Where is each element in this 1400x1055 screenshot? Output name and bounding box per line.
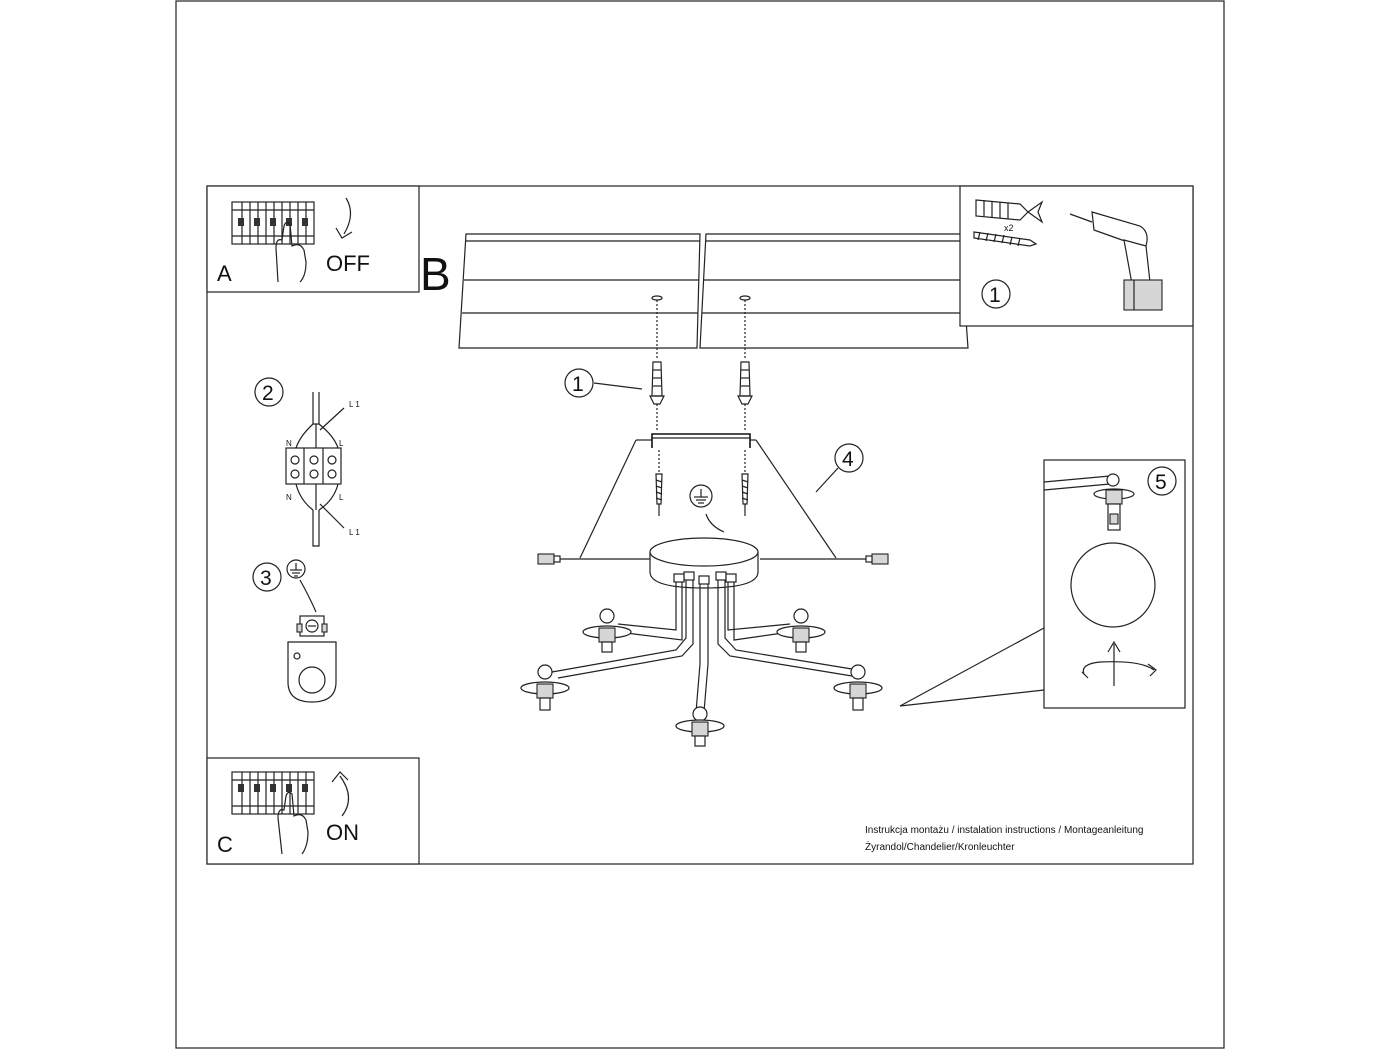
step-1-callout: 1	[564, 368, 643, 398]
screw-icon	[973, 231, 1038, 247]
wire-label-l1-bottom: L 1	[349, 528, 360, 537]
wire-label-l1-top: L 1	[349, 400, 360, 409]
wiring-diagram: 2 L 1 N L N L L 1	[254, 377, 360, 547]
power-on-label: ON	[326, 820, 359, 845]
lamp-holder	[582, 608, 632, 653]
diagram-frame	[206, 185, 1194, 865]
glass-globe	[1070, 542, 1156, 628]
product-name: Żyrandol/Chandelier/Kronleuchter	[865, 840, 1015, 853]
ground-terminal: 3	[252, 559, 337, 703]
arrow-up-icon	[331, 771, 350, 817]
screw-right	[741, 473, 749, 516]
step-3-number: 3	[260, 567, 272, 590]
arrow-down-icon	[335, 197, 353, 239]
step-5-number: 5	[1155, 471, 1167, 494]
lamp-holder	[776, 608, 826, 653]
wire-label-n-top: N	[286, 439, 292, 448]
ground-symbol-icon	[689, 484, 725, 533]
step-2-number: 2	[262, 382, 274, 405]
lamp-holder	[675, 706, 725, 747]
instructions-title: Instrukcja montażu / instalation instruc…	[865, 825, 1144, 836]
panel-c-power-on: C ON	[206, 757, 420, 865]
assembly-outline	[579, 439, 837, 559]
wall-plug-right	[737, 361, 753, 405]
lamp-holder	[520, 664, 570, 711]
step-4-callout: 4	[815, 443, 864, 493]
tools-step-number: 1	[989, 284, 1001, 307]
panel-a-letter: A	[217, 261, 232, 286]
wall-plug-icon	[975, 199, 1044, 224]
chandelier-arms	[551, 571, 859, 713]
tools-panel: x2 1	[959, 185, 1194, 327]
circuit-breaker-icon	[231, 771, 315, 815]
screw-in-arrow-icon	[1082, 661, 1157, 677]
drill-icon	[1069, 211, 1163, 311]
step-1-number: 1	[572, 373, 584, 396]
ceiling-section	[458, 233, 969, 360]
page-frame	[175, 0, 1225, 1049]
panel-a-power-off: A OFF	[206, 185, 420, 293]
hand-icon	[275, 221, 307, 283]
screw-left	[655, 473, 663, 516]
wall-plug-left	[649, 361, 665, 405]
mounting-bracket	[651, 433, 751, 448]
power-off-label: OFF	[326, 251, 370, 276]
lamp-holder	[833, 664, 883, 711]
panel-c-letter: C	[217, 832, 233, 857]
ground-symbol-icon	[286, 559, 306, 579]
panel-b-letter: B	[420, 248, 451, 300]
hand-icon	[277, 791, 309, 855]
quantity-label: x2	[1004, 223, 1014, 233]
wire-label-n-bottom: N	[286, 493, 292, 502]
side-screw-right	[760, 553, 889, 565]
side-screw-left	[537, 553, 650, 565]
wire-label-l-bottom: L	[339, 493, 344, 502]
circuit-breaker-icon	[231, 201, 315, 245]
wire-label-l-top: L	[339, 439, 344, 448]
bulb-detail-panel: 5	[1043, 459, 1186, 709]
step-4-number: 4	[842, 448, 854, 471]
